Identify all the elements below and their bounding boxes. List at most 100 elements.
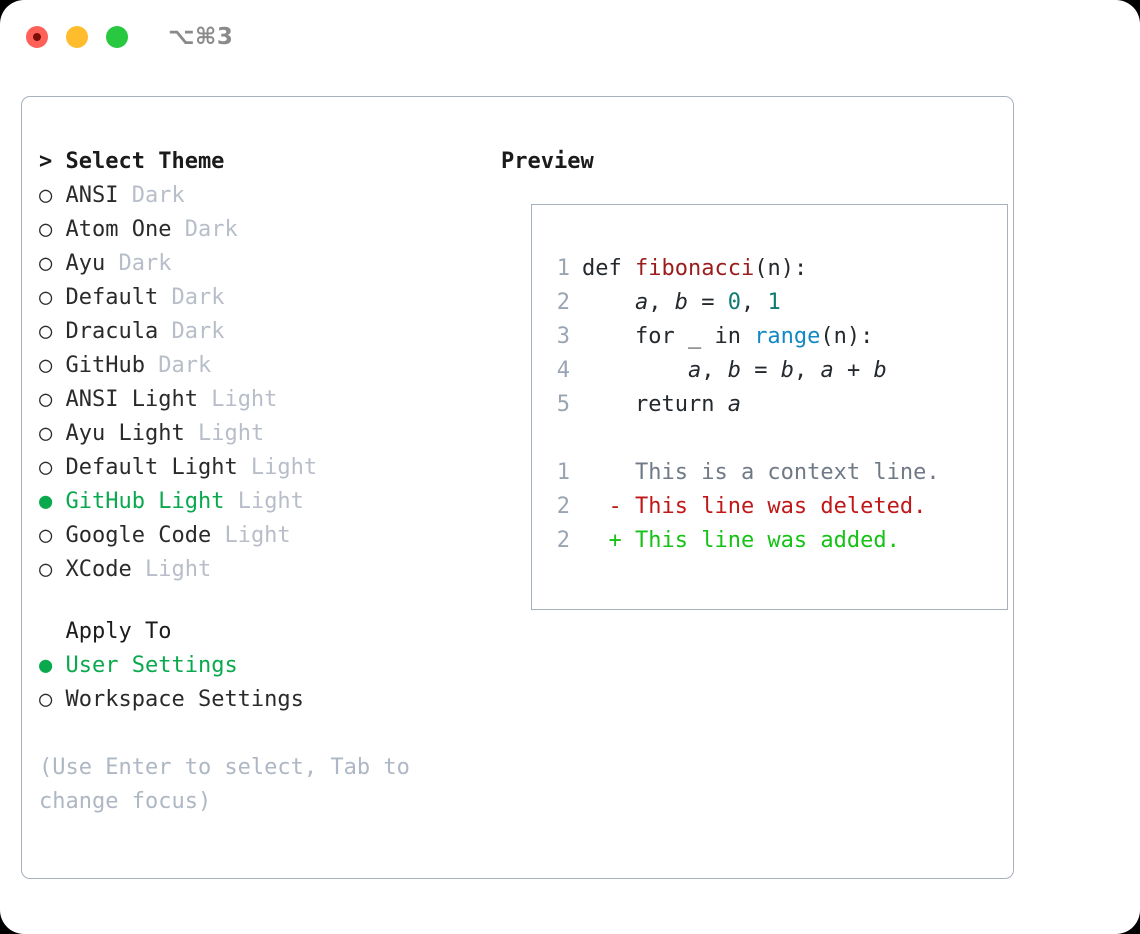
apply-to-option-0[interactable]: ● User Settings: [39, 649, 489, 683]
hint-gap: [39, 717, 489, 751]
theme-option-9[interactable]: ● GitHub Light Light: [39, 485, 489, 519]
option-variant-tag: Light: [197, 387, 278, 412]
code-token-plain: [582, 290, 635, 315]
code-token-plain: ,: [701, 358, 728, 383]
theme-option-4[interactable]: ○ Dracula Dark: [39, 315, 489, 349]
theme-list[interactable]: ○ ANSI Dark○ Atom One Dark○ Ayu Dark○ De…: [39, 179, 489, 587]
diff-text: - This line was deleted.: [582, 494, 927, 519]
code-token-plain: =: [740, 358, 781, 383]
option-label: XCode: [65, 557, 132, 582]
keyboard-shortcut-label: ⌥⌘3: [168, 24, 234, 50]
theme-option-0[interactable]: ○ ANSI Dark: [39, 179, 489, 213]
option-label: Dracula: [65, 319, 159, 344]
apply-to-header: Apply To: [39, 619, 172, 644]
radio-unselected-icon: ○: [39, 319, 66, 344]
zoom-button[interactable]: [106, 26, 128, 48]
apply-to-list[interactable]: ● User Settings○ Workspace Settings: [39, 649, 489, 717]
close-button[interactable]: [26, 26, 48, 48]
code-token-var: a: [634, 290, 649, 315]
code-token-fn: fibonacci: [634, 256, 755, 281]
code-token-builtin: range: [754, 324, 821, 349]
option-variant-tag: Dark: [105, 251, 172, 276]
theme-option-3[interactable]: ○ Default Dark: [39, 281, 489, 315]
section-gap: [39, 587, 489, 615]
radio-unselected-icon: ○: [39, 183, 66, 208]
theme-selection-column: > Select Theme ○ ANSI Dark○ Atom One Dar…: [39, 145, 489, 819]
option-label: GitHub: [65, 353, 145, 378]
code-token-plain: ,: [793, 358, 821, 383]
traffic-light-buttons: [26, 26, 128, 48]
radio-unselected-icon: ○: [39, 557, 66, 582]
theme-option-7[interactable]: ○ Ayu Light Light: [39, 417, 489, 451]
option-variant-tag: Dark: [158, 319, 225, 344]
diff-line-ctx: 1 This is a context line.: [548, 456, 999, 490]
code-token-plain: ,: [740, 290, 768, 315]
radio-unselected-icon: ○: [39, 523, 66, 548]
radio-selected-icon: ●: [39, 489, 66, 514]
apply-to-option-1[interactable]: ○ Workspace Settings: [39, 683, 489, 717]
code-token-plain: +: [833, 358, 874, 383]
option-label: ANSI Light: [65, 387, 198, 412]
code-token-plain: =: [687, 290, 728, 315]
option-label: Ayu Light: [65, 421, 185, 446]
code-token-num: 1: [767, 290, 781, 315]
line-number: 3: [556, 324, 570, 349]
line-number: 1: [556, 460, 570, 485]
title-bar: ⌥⌘3: [0, 0, 1140, 76]
option-variant-tag: Light: [184, 421, 265, 446]
code-line: 3 for _ in range(n):: [548, 320, 999, 354]
line-number: 2: [556, 528, 570, 553]
code-line: 2 a, b = 0, 1: [548, 286, 999, 320]
main-panel: > Select Theme ○ ANSI Dark○ Atom One Dar…: [21, 96, 1014, 879]
theme-option-5[interactable]: ○ GitHub Dark: [39, 349, 489, 383]
code-token-plain: ,: [648, 290, 675, 315]
minimize-button[interactable]: [66, 26, 88, 48]
option-variant-tag: Light: [131, 557, 212, 582]
diff-lines: 1 This is a context line. 2 - This line w…: [548, 456, 999, 558]
diff-text: + This line was added.: [582, 528, 900, 553]
radio-unselected-icon: ○: [39, 217, 66, 242]
keyboard-hint-text: (Use Enter to select, Tab to change focu…: [39, 755, 424, 814]
theme-option-11[interactable]: ○ XCode Light: [39, 553, 489, 587]
option-label: User Settings: [65, 653, 238, 678]
diff-text: This is a context line.: [582, 460, 940, 485]
code-line: 5 return a: [548, 388, 999, 422]
line-number: 2: [556, 290, 570, 315]
option-label: Atom One: [65, 217, 172, 242]
option-variant-tag: Dark: [144, 353, 212, 378]
option-label: Google Code: [65, 523, 212, 548]
theme-option-1[interactable]: ○ Atom One Dark: [39, 213, 489, 247]
code-line: 4 a, b = b, a + b: [548, 354, 999, 388]
option-label: GitHub Light: [65, 489, 225, 514]
code-token-var: b: [727, 358, 741, 383]
option-variant-tag: Light: [237, 455, 318, 480]
radio-unselected-icon: ○: [39, 421, 66, 446]
radio-unselected-icon: ○: [39, 353, 66, 378]
code-token-var: a: [727, 392, 741, 417]
radio-unselected-icon: ○: [39, 285, 66, 310]
option-label: Ayu: [65, 251, 106, 276]
select-theme-header: > Select Theme: [39, 149, 225, 174]
option-variant-tag: Light: [211, 523, 291, 548]
theme-option-8[interactable]: ○ Default Light Light: [39, 451, 489, 485]
code-token-var: b: [674, 290, 688, 315]
option-label: Default: [65, 285, 159, 310]
line-number: 4: [556, 358, 570, 383]
theme-option-10[interactable]: ○ Google Code Light: [39, 519, 489, 553]
line-number: 2: [556, 494, 570, 519]
option-variant-tag: Dark: [171, 217, 238, 242]
theme-option-2[interactable]: ○ Ayu Dark: [39, 247, 489, 281]
theme-option-6[interactable]: ○ ANSI Light Light: [39, 383, 489, 417]
option-variant-tag: Dark: [118, 183, 185, 208]
code-token-plain: (n):: [820, 324, 874, 349]
diff-line-add: 2 + This line was added.: [548, 524, 999, 558]
code-token-plain: for _ in: [582, 324, 755, 349]
option-label: Default Light: [65, 455, 238, 480]
option-variant-tag: Light: [224, 489, 304, 514]
code-token-plain: def: [582, 256, 635, 281]
code-token-var: a: [820, 358, 834, 383]
